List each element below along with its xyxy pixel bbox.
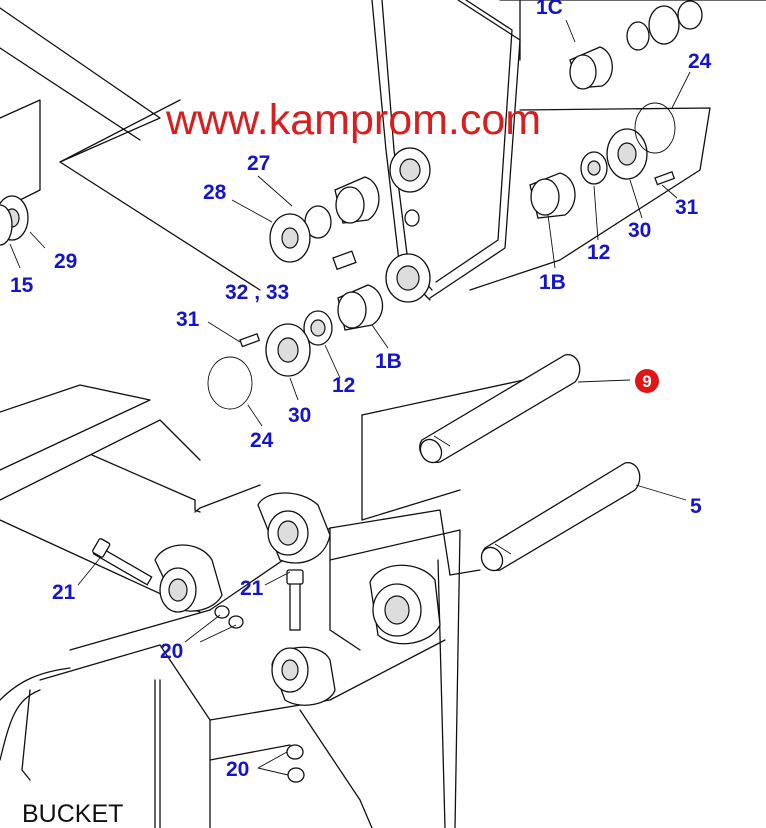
nuts-20-upper xyxy=(214,605,244,629)
label-part-1b-left: 1B xyxy=(375,350,402,373)
label-part-24-left: 24 xyxy=(250,429,274,452)
bucket-bosses xyxy=(154,492,441,706)
bushing-group-right xyxy=(529,0,703,219)
label-part-12-left: 12 xyxy=(332,374,355,397)
label-part-20-a: 20 xyxy=(160,640,183,663)
bucket-caption: BUCKET xyxy=(22,800,123,828)
label-part-30-right: 30 xyxy=(628,219,651,242)
label-part-29: 29 xyxy=(54,250,77,273)
part-labels: 1C 24 27 28 29 15 31 30 12 1B 32 , 33 31… xyxy=(10,0,712,781)
watermark-text: www.kamprom.com xyxy=(165,96,541,144)
label-part-30-left: 30 xyxy=(288,404,311,427)
bushing-group-upper-left xyxy=(0,176,380,271)
label-part-32-33: 32 , 33 xyxy=(225,281,289,304)
bolt-21-left xyxy=(92,538,153,586)
bushing-group-left xyxy=(207,284,384,410)
nuts-20-lower xyxy=(286,744,305,783)
highlight-circle xyxy=(635,369,659,393)
label-part-5: 5 xyxy=(690,495,702,518)
label-part-15: 15 xyxy=(10,274,34,297)
label-part-21-a: 21 xyxy=(52,581,76,604)
label-part-27: 27 xyxy=(247,152,270,175)
label-part-28: 28 xyxy=(203,181,227,204)
label-part-9: 9 xyxy=(642,372,651,391)
label-part-31-right: 31 xyxy=(675,196,699,219)
arm-bosses xyxy=(385,147,431,303)
label-part-21-b: 21 xyxy=(240,577,264,600)
bolt-21-center xyxy=(286,569,304,631)
part-9-badge: 9 xyxy=(635,369,659,393)
label-part-1c: 1C xyxy=(536,0,563,19)
leader-lines xyxy=(9,19,691,776)
label-part-24-top: 24 xyxy=(688,50,712,73)
label-part-31-left: 31 xyxy=(176,308,200,331)
label-part-1b-right: 1B xyxy=(539,271,566,294)
label-part-20-b: 20 xyxy=(226,758,249,781)
pin-5 xyxy=(480,462,641,572)
pin-9 xyxy=(419,354,581,464)
label-part-12-right: 12 xyxy=(587,241,610,264)
